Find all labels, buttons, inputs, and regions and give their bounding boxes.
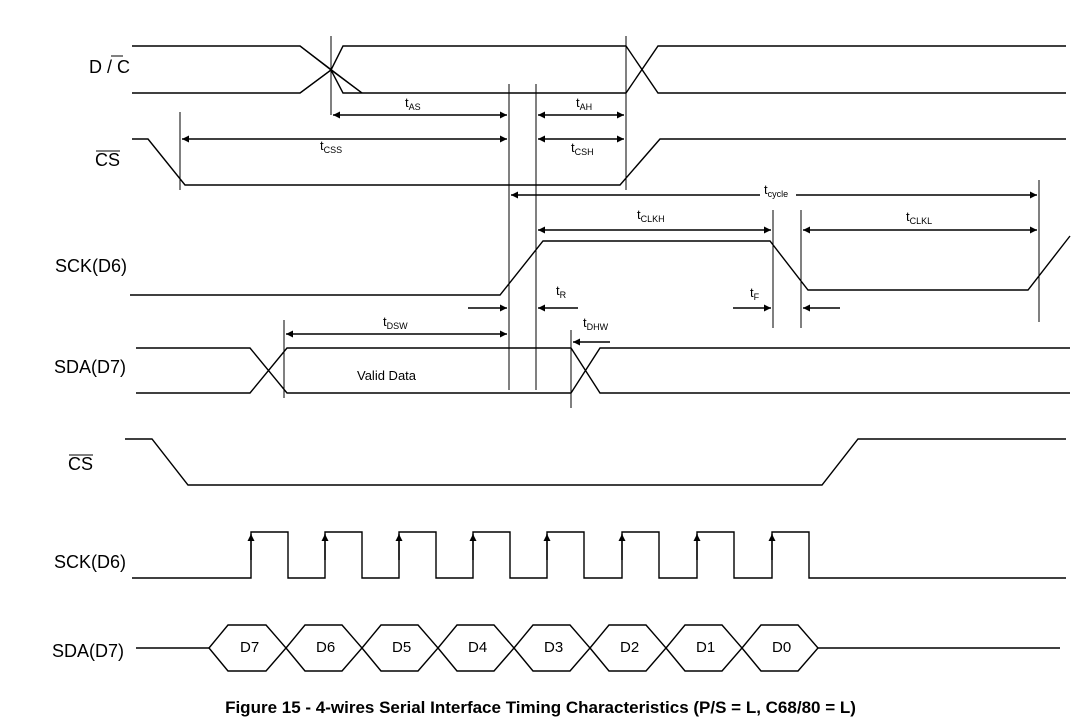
valid-data-label: Valid Data (357, 368, 417, 383)
tcss-label: tCSS (320, 138, 342, 155)
tclkl-label: tCLKL (906, 209, 932, 226)
cs-top-waveform (132, 112, 1066, 190)
bit-label: D3 (544, 639, 563, 656)
sda-top-label: SDA(D7) (54, 357, 126, 377)
bit-label: D4 (468, 639, 487, 656)
dc-label: D / C (89, 57, 130, 77)
bit-label: D0 (772, 639, 791, 656)
figure-caption: Figure 15 - 4-wires Serial Interface Tim… (225, 698, 856, 717)
timing-diagram: D / C CS SCK(D6) SDA(D7) CS SCK(D6) SDA(… (52, 36, 1071, 672)
tcycle-label: tcycle (764, 182, 788, 199)
cs-bottom-label: CS (68, 454, 93, 474)
bit-label: D1 (696, 639, 715, 656)
tclkh-label: tCLKH (637, 207, 665, 224)
tr-label: tR (556, 283, 567, 300)
sda-bottom-bitstream (136, 624, 1060, 672)
dc-waveform (132, 36, 1066, 190)
bit-label: D7 (240, 639, 259, 656)
bit-label: D5 (392, 639, 411, 656)
sck-top-waveform (130, 180, 1071, 328)
sck-top-label: SCK(D6) (55, 256, 127, 276)
bit-label: D6 (316, 639, 335, 656)
tah-label: tAH (576, 95, 592, 112)
sda-bottom-label: SDA(D7) (52, 641, 124, 661)
tf-label: tF (750, 285, 760, 302)
bit-label: D2 (620, 639, 639, 656)
tas-label: tAS (405, 95, 421, 112)
sda-top-waveform (136, 320, 1070, 408)
tcsh-label: tCSH (571, 140, 594, 157)
tdhw-label: tDHW (583, 315, 609, 332)
sck-bottom-waveform (132, 531, 1066, 579)
tdsw-label: tDSW (383, 314, 408, 331)
cs-top-label: CS (95, 150, 120, 170)
sck-bottom-label: SCK(D6) (54, 552, 126, 572)
sck-rising-edge-arrows (247, 534, 776, 560)
cs-bottom-waveform (125, 438, 1066, 486)
